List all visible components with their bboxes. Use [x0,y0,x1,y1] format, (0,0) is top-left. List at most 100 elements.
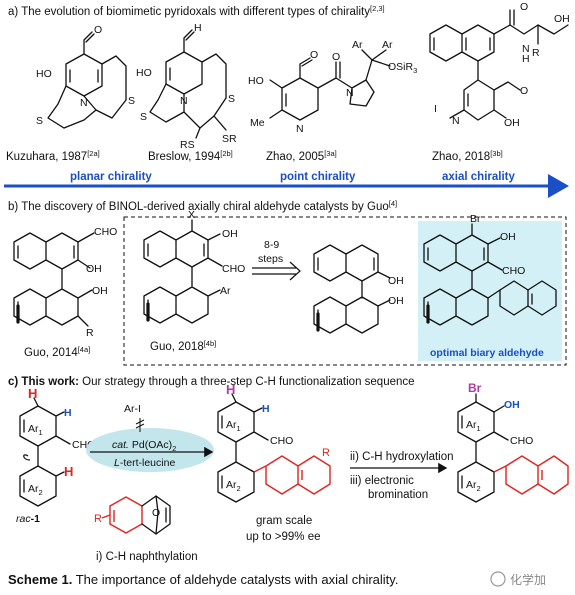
osir3-label: OSiR3 [388,61,417,75]
optimal-biaryl-aldehyde [423,223,557,326]
section-a-heading: a) The evolution of biomimetic pyridoxal… [8,4,385,18]
section-c-heading: c) This work: Our strategy through a thr… [8,376,415,388]
breslow-pyridoxal-structure: H HO N S S RS SR [136,22,237,151]
cho-label: CHO [222,263,245,275]
amide-o-label: O [520,1,528,13]
ar1-label: Ar1 [226,419,241,433]
ar-label: Ar [220,285,231,297]
ho-label: HO [36,68,52,80]
ar2-label: Ar2 [466,479,481,493]
amide-o-label: O [332,51,340,63]
aldehyde-o-label: O [520,85,528,97]
credit-guo-2014: Guo, 2014[4a] [24,345,90,359]
arrow-label-bottom: steps [258,253,283,265]
h-lower-label: H [64,464,73,479]
step-3-label-b: bromination [368,489,428,501]
highlight-box [418,221,562,361]
scale-label-2: up to >99% ee [246,531,321,543]
credit-breslow: Breslow, 1994[2b] [148,149,233,163]
watermark-text: 化学加 [510,572,546,587]
oh-label-lower: OH [388,295,404,307]
axis-label-axial: axial chirality [442,171,515,183]
ho-label: HO [136,67,152,79]
step-2-label: ii) C-H hydroxylation [350,451,454,463]
watermark-icon [490,571,506,587]
n-plus-label: N [452,115,460,127]
nh-n-label: N [522,43,530,55]
me-label: Me [250,117,265,129]
credit-guo-2018: Guo, 2018[4b] [150,339,216,353]
aldehyde-o-label: O [310,49,318,61]
ho-label: HO [248,75,264,87]
axis-label-planar: planar chirality [70,171,152,183]
credit-kuzuhara: Kuzuhara, 1987[2a] [6,149,100,163]
h-top-label: H [226,382,235,397]
oh-label-lower: OH [92,285,108,297]
step-1-label: i) C-H naphthylation [96,551,198,563]
oh-label: OH [554,13,570,25]
binol-structure: OH OH [313,244,404,334]
highlight-caption: optimal biary aldehyde [430,347,544,359]
rs-label: RS [180,139,195,151]
r-label: R [86,327,94,339]
oxanorbornadiene-reagent [109,495,171,535]
br-label: Br [468,381,482,395]
r-label: R [532,47,540,59]
cho-label: CHO [94,226,117,238]
dashed-box [123,216,567,366]
scheme-caption: Scheme 1. The importance of aldehyde cat… [8,572,398,587]
oh-label-ring: OH [504,117,520,129]
nh-h-label: H [522,53,530,65]
i-minus-label: I [434,103,437,115]
n-label: N [296,123,304,135]
ar1-label: Ar1 [28,423,43,437]
oh-label: OH [222,228,238,240]
br-label: Br [470,213,481,225]
credit-zhao-2018: Zhao, 2018[3b] [432,149,503,163]
s-label-right: S [128,95,135,107]
final-product-structure [457,393,569,503]
x-label: X [188,209,195,221]
ar1-label: Ar1 [466,419,481,433]
zhao-2005-pyridoxal-structure: O HO Me N O N Ar Ar OSiR3 [248,39,417,135]
ar2-label: Ar2 [226,479,241,493]
cho-label: CHO [270,435,293,447]
ligand-label: L-tert-leucine [114,457,175,469]
oh-label: OH [500,231,516,243]
step-arrow [252,261,301,281]
naphthylated-intermediate [217,393,331,503]
n-label: N [180,95,188,107]
axis-label-point: point chirality [280,171,356,183]
rac-1-label: rac-1 [16,513,40,525]
arrow-label-top: 8-9 [264,239,279,251]
r-label-reagent: R [94,513,102,525]
aldehyde-o-label: O [94,24,102,36]
oh-label: OH [504,399,520,411]
ar-label-2: Ar [382,39,393,51]
cho-label: CHO [510,435,533,447]
catalyst-label: cat. Pd(OAc)2 [112,439,176,453]
guo-2014-binol-aldehyde: CHO OH OH R [13,226,117,339]
s-label-right: S [228,93,235,105]
kuzuhara-pyridoxal-structure: O HO N S S [36,24,135,129]
r-label-intermediate: R [322,447,330,459]
oh-label-upper: OH [388,275,404,287]
ar2-label: Ar2 [28,483,43,497]
oh-label-upper: OH [86,263,102,275]
step-3-label-a: iii) electronic [350,475,414,487]
n-label: N [80,97,88,109]
rac-1-structure [19,397,71,507]
reagent-label: Ar-I [124,403,141,415]
scale-label-1: gram scale [256,515,312,527]
guo-2018-aldehyde: X OH CHO Ar [143,209,245,324]
aldehyde-o-label: H [194,22,202,34]
s-label-left: S [36,115,43,127]
cho-label: CHO [502,265,525,277]
o-bridge-label: O [152,507,160,519]
catalyst-ellipse [86,428,214,472]
section-b-heading: b) The discovery of BINOL-derived axiall… [8,199,397,213]
s-label: S [140,111,147,123]
credit-zhao-2005: Zhao, 2005[3a] [266,149,337,163]
ar-label-1: Ar [352,39,363,51]
